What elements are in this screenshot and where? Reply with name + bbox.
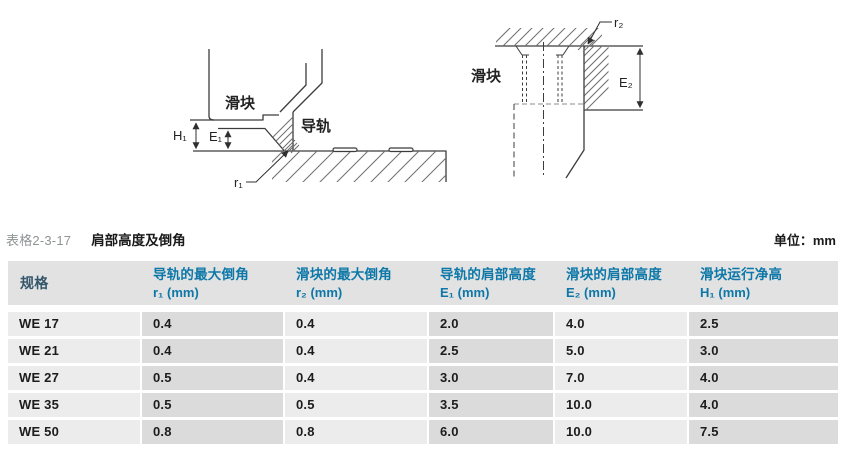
- value-cell: 3.0: [429, 366, 553, 390]
- column-header-label: 滑块运行净高: [700, 267, 783, 282]
- column-header-label: 滑块的最大倒角: [296, 267, 392, 282]
- value-cell: 0.8: [142, 420, 283, 444]
- table-number: 表格2-3-17: [6, 233, 72, 248]
- value-cell: 4.0: [555, 312, 687, 336]
- value-cell: 3.5: [429, 393, 553, 417]
- table-row: WE 21 0.4 0.4 2.5 5.0 3.0: [8, 339, 838, 363]
- r2-leader: [587, 21, 612, 45]
- spec-cell: WE 35: [8, 393, 140, 417]
- value-cell: 6.0: [429, 420, 553, 444]
- spec-cell: WE 21: [8, 339, 140, 363]
- value-cell: 0.8: [285, 420, 427, 444]
- countersink: [515, 45, 570, 56]
- column-header-symbol: r₂ (mm): [296, 285, 343, 300]
- table-row: WE 35 0.5 0.5 3.5 10.0 4.0: [8, 393, 838, 417]
- rail-label: 导轨: [301, 117, 331, 135]
- column-header-label: 滑块的肩部高度: [566, 267, 662, 282]
- value-cell: 2.5: [689, 312, 838, 336]
- value-cell: 0.4: [285, 339, 427, 363]
- table-row: WE 17 0.4 0.4 2.0 4.0 2.5: [8, 312, 838, 336]
- spec-cell: WE 27: [8, 366, 140, 390]
- r1-chamfer-marks: [282, 139, 300, 154]
- column-header-symbol: E₂ (mm): [566, 285, 616, 300]
- shoulder-chamfer-diagram: 滑块 导轨 H₁ E₁ r₁: [173, 15, 644, 190]
- column-header-label: 规格: [20, 275, 49, 291]
- bed-hatching: [272, 151, 446, 182]
- value-cell: 10.0: [555, 420, 687, 444]
- bed-shoulder: [218, 127, 285, 151]
- bed-bump: [332, 147, 358, 153]
- value-cell: 0.5: [142, 393, 283, 417]
- r1-leader: [246, 150, 289, 183]
- bolt-hidden-lines: [522, 55, 563, 103]
- table-row: WE 27 0.5 0.4 3.0 7.0 4.0: [8, 366, 838, 390]
- value-cell: 4.0: [689, 393, 838, 417]
- column-header-h1: 滑块运行净高 H₁ (mm): [689, 261, 838, 305]
- value-cell: 7.5: [689, 420, 838, 444]
- e2-label: E₂: [619, 75, 633, 90]
- table-header-row: 规格 导轨的最大倒角 r₁ (mm) 滑块的最大倒角 r₂ (mm) 导轨的肩部…: [8, 261, 838, 305]
- value-cell: 2.0: [429, 312, 553, 336]
- column-header-spec: 规格: [8, 261, 140, 305]
- spec-cell: WE 50: [8, 420, 140, 444]
- e1-label: E₁: [209, 129, 223, 144]
- column-header-symbol: H₁ (mm): [700, 285, 751, 300]
- r1-label: r₁: [234, 175, 243, 190]
- h1-label: H₁: [173, 128, 187, 143]
- slider-label-left: 滑块: [225, 95, 256, 112]
- shoulder-height-table: 规格 导轨的最大倒角 r₁ (mm) 滑块的最大倒角 r₂ (mm) 导轨的肩部…: [8, 261, 838, 447]
- column-header-r1: 导轨的最大倒角 r₁ (mm): [142, 261, 283, 305]
- column-header-label: 导轨的最大倒角: [153, 267, 249, 282]
- value-cell: 4.0: [689, 366, 838, 390]
- column-header-symbol: r₁ (mm): [153, 285, 199, 300]
- r2-label: r₂: [614, 15, 623, 30]
- value-cell: 0.5: [142, 366, 283, 390]
- spec-cell: WE 17: [8, 312, 140, 336]
- right-figure: 滑块 r₂ E₂: [471, 15, 644, 179]
- bed-surface: [193, 150, 447, 182]
- column-header-e1: 导轨的肩部高度 E₁ (mm): [429, 261, 553, 305]
- column-header-r2: 滑块的最大倒角 r₂ (mm): [285, 261, 427, 305]
- value-cell: 0.4: [285, 312, 427, 336]
- value-cell: 10.0: [555, 393, 687, 417]
- value-cell: 2.5: [429, 339, 553, 363]
- left-figure: 滑块 导轨 H₁ E₁ r₁: [173, 49, 447, 190]
- value-cell: 0.4: [285, 366, 427, 390]
- column-header-e2: 滑块的肩部高度 E₂ (mm): [555, 261, 687, 305]
- table-title: 肩部高度及倒角: [91, 233, 186, 248]
- column-header-label: 导轨的肩部高度: [440, 267, 536, 282]
- value-cell: 0.5: [285, 393, 427, 417]
- value-cell: 0.4: [142, 339, 283, 363]
- value-cell: 7.0: [555, 366, 687, 390]
- slider-label-right: 滑块: [471, 68, 502, 85]
- slider-outline-right: [565, 46, 585, 179]
- slider-outline: [208, 49, 215, 121]
- shoulder-hatching: [584, 46, 609, 110]
- value-cell: 5.0: [555, 339, 687, 363]
- column-header-symbol: E₁ (mm): [440, 285, 490, 300]
- table-caption: 表格2-3-17 肩部高度及倒角 单位：mm: [6, 229, 838, 251]
- value-cell: 3.0: [689, 339, 838, 363]
- table-row: WE 50 0.8 0.8 6.0 10.0 7.5: [8, 420, 838, 444]
- value-cell: 0.4: [142, 312, 283, 336]
- bed-bump: [388, 147, 414, 153]
- unit-label: 单位：mm: [773, 233, 836, 248]
